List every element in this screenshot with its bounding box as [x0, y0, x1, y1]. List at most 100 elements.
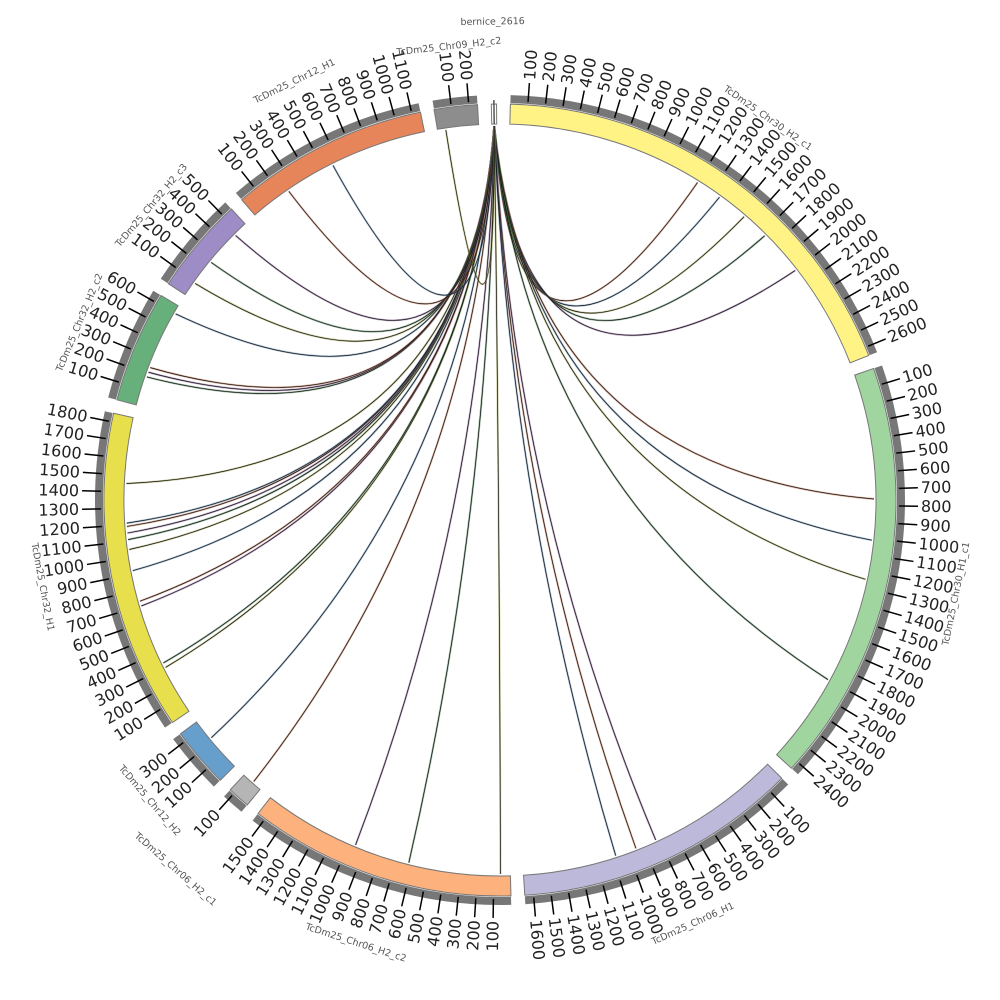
- major-tick: [527, 82, 531, 103]
- segment-arc: [509, 103, 870, 364]
- major-tick: [118, 661, 136, 672]
- major-tick: [898, 487, 918, 490]
- link-band: [493, 126, 502, 875]
- link: [408, 126, 495, 863]
- segment-arc: [179, 721, 236, 781]
- major-tick: [110, 645, 130, 655]
- major-tick: [844, 288, 862, 300]
- tick-label: 200: [539, 50, 561, 83]
- tick-label: 1400: [38, 480, 79, 500]
- major-tick: [579, 90, 585, 110]
- minor-tick-band: [160, 202, 231, 284]
- major-tick: [191, 769, 207, 784]
- link: [332, 126, 495, 296]
- segment-bernice_2616: bernice_2616: [460, 16, 525, 125]
- minor-tick-band: [108, 290, 161, 400]
- tick-label: 1000: [918, 534, 960, 557]
- major-tick: [319, 122, 329, 141]
- major-tick: [90, 416, 110, 422]
- major-tick: [630, 105, 639, 124]
- major-tick: [84, 543, 104, 547]
- segment-TcDm25_Chr06_H2_c2: 1002003004005006007008009001000110012001…: [218, 796, 512, 965]
- segment-arc: [433, 104, 480, 130]
- major-tick: [803, 228, 819, 243]
- tick-label: 900: [920, 515, 952, 536]
- tick-label: 800: [921, 497, 952, 516]
- major-tick: [831, 721, 848, 733]
- link: [210, 126, 495, 333]
- major-tick: [898, 522, 918, 526]
- major-tick: [271, 149, 283, 167]
- tick-label: 600: [919, 457, 951, 478]
- major-tick: [82, 471, 102, 475]
- major-tick: [810, 749, 827, 763]
- links-layer: [126, 125, 875, 875]
- minor-tick-band: [792, 365, 905, 775]
- major-tick: [137, 291, 155, 303]
- major-tick: [400, 887, 407, 907]
- major-tick: [282, 840, 294, 858]
- tick-label: 100: [435, 51, 458, 84]
- minor-tick-band: [510, 95, 878, 356]
- major-tick: [98, 612, 118, 620]
- major-tick: [663, 118, 673, 137]
- link: [493, 126, 720, 307]
- major-tick: [167, 742, 184, 755]
- tick-label: 100: [520, 49, 541, 81]
- major-tick: [466, 83, 470, 103]
- major-tick: [840, 706, 858, 718]
- tick-label: 1600: [40, 440, 83, 463]
- link: [163, 126, 495, 664]
- tick-label: 1300: [38, 500, 79, 520]
- link: [235, 126, 495, 321]
- link: [493, 126, 637, 849]
- tick-label: 200: [463, 920, 484, 952]
- major-tick: [104, 629, 123, 637]
- major-tick: [881, 377, 901, 385]
- segment-label: bernice_2616: [460, 16, 524, 28]
- major-tick: [128, 307, 146, 318]
- tick-label: 500: [917, 438, 950, 460]
- major-tick: [714, 835, 727, 853]
- major-tick: [159, 255, 177, 269]
- segment-TcDm25_Chr30_H2_c1: 1002003004005006007008009001000110012001…: [509, 49, 930, 364]
- major-tick: [418, 891, 425, 911]
- link: [253, 126, 495, 782]
- tick-label: 100: [483, 921, 503, 952]
- major-tick: [94, 595, 113, 602]
- tick-label: 1200: [39, 518, 81, 540]
- tick-label: 400: [424, 915, 447, 948]
- segment-arc: [103, 412, 190, 724]
- major-tick: [297, 849, 309, 867]
- major-tick: [877, 626, 897, 634]
- link: [493, 126, 657, 841]
- major-tick: [798, 763, 815, 777]
- major-tick: [100, 375, 120, 383]
- major-tick: [388, 96, 395, 116]
- major-tick: [766, 188, 781, 205]
- link: [150, 126, 495, 388]
- major-tick: [550, 895, 555, 915]
- segment-arc: [257, 796, 512, 897]
- major-tick: [896, 450, 916, 454]
- segment-label: TcDm25_Chr06_H2_c1: [131, 830, 218, 909]
- major-tick: [867, 338, 887, 347]
- major-tick: [336, 114, 345, 133]
- major-tick: [302, 130, 314, 149]
- segment-arc: [241, 111, 426, 216]
- major-tick: [871, 643, 891, 652]
- segment-TcDm25_Chr30_H1_c1: 1002003004005006007008009001000110012001…: [775, 360, 972, 812]
- link: [493, 126, 698, 302]
- major-tick: [647, 111, 656, 130]
- major-tick: [353, 108, 362, 127]
- major-tick: [255, 159, 269, 177]
- segment-arc: [229, 774, 261, 806]
- major-tick: [207, 199, 223, 215]
- tick-label: 200: [455, 49, 476, 81]
- major-tick: [814, 242, 831, 256]
- link: [211, 126, 495, 739]
- major-tick: [383, 883, 390, 902]
